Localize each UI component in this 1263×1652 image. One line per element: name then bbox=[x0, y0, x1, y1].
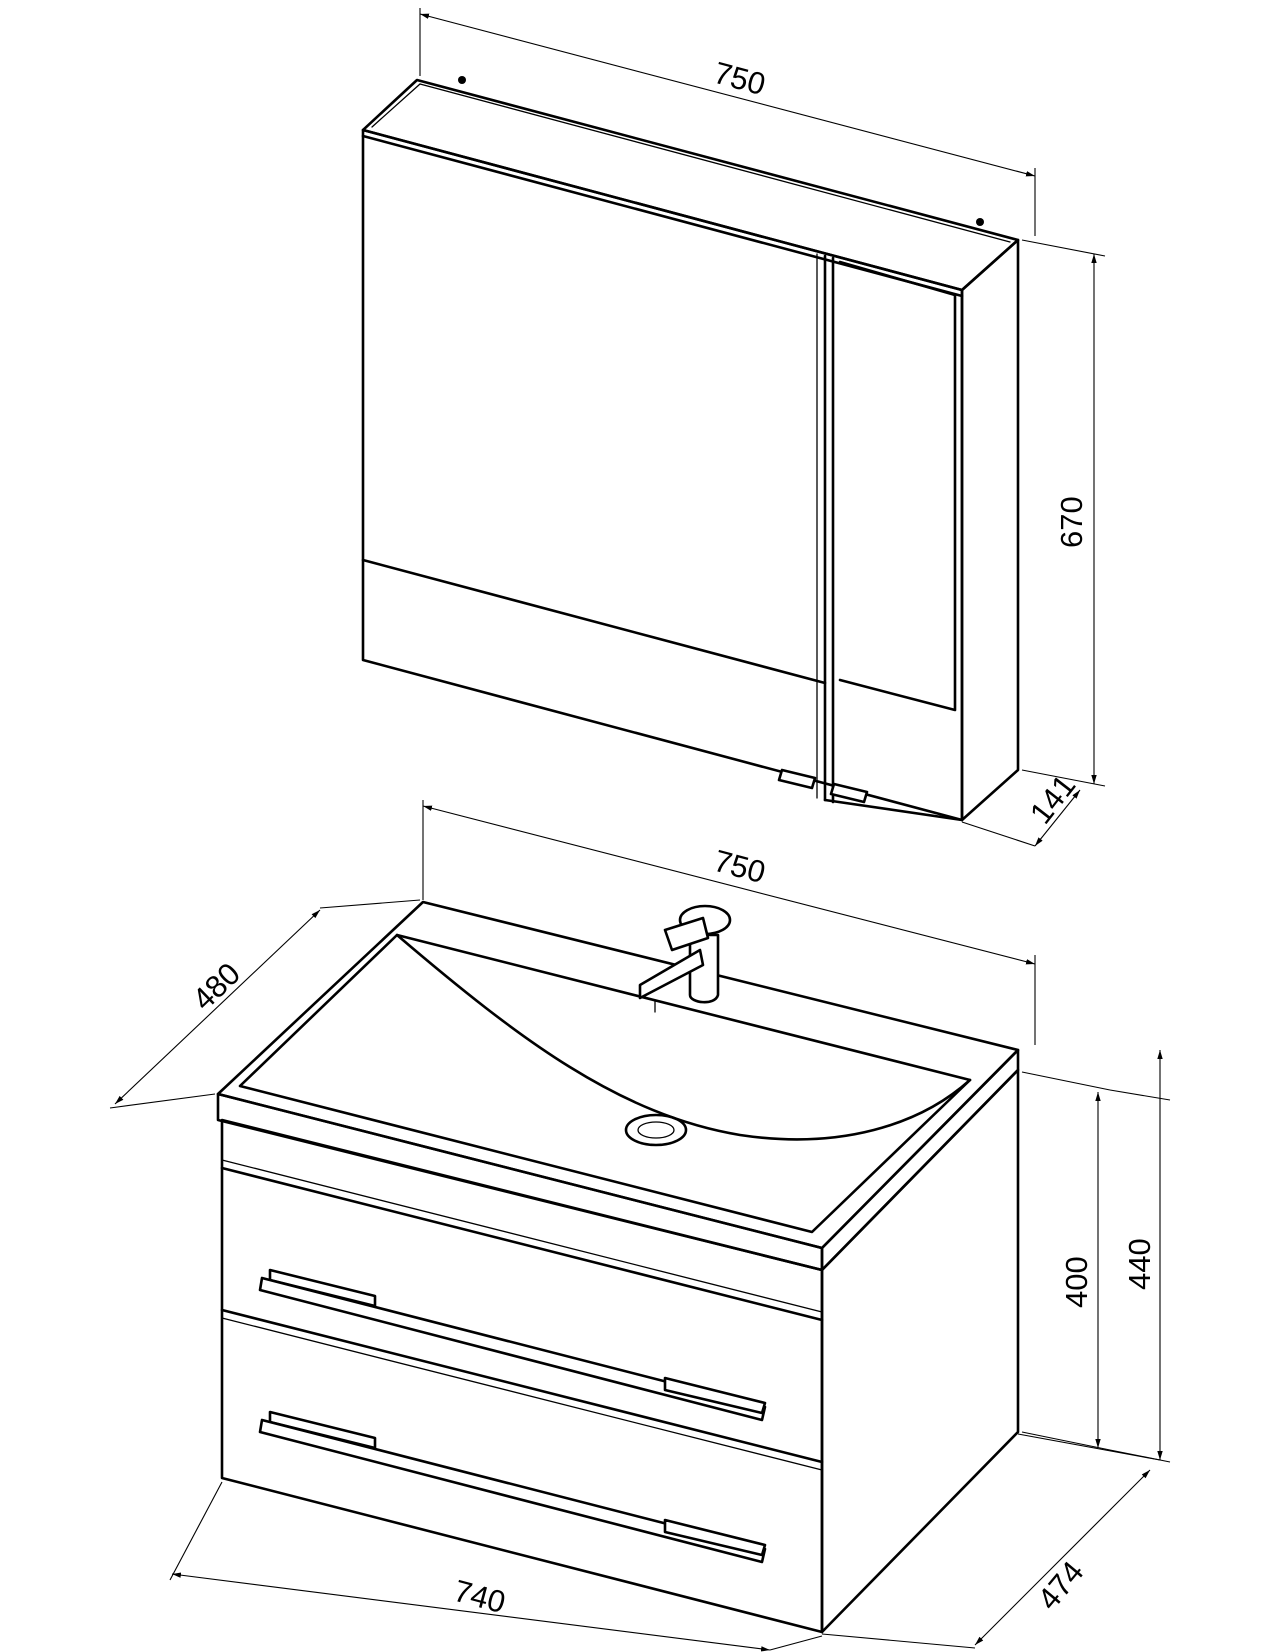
cabinet-height-label: 400 bbox=[1059, 1256, 1094, 1308]
mirror-cabinet-top bbox=[361, 78, 1020, 292]
door-handle-icon bbox=[829, 782, 869, 804]
mirror-lower-panel-line bbox=[361, 558, 827, 685]
cabinet-depth-label: 474 bbox=[1031, 1554, 1091, 1616]
hanging-hook-icon bbox=[458, 76, 466, 84]
drawer-divider bbox=[220, 1308, 824, 1464]
mirror-width-label: 750 bbox=[710, 55, 769, 102]
basin-width-label: 750 bbox=[710, 843, 769, 890]
drawer-handle-lower bbox=[258, 1410, 767, 1564]
drawer-handle-upper bbox=[258, 1268, 767, 1422]
hanging-hook-icon bbox=[976, 218, 984, 226]
mirror-cabinet-side bbox=[960, 238, 1020, 822]
mirror-cabinet bbox=[361, 76, 1020, 822]
total-height-label: 440 bbox=[1122, 1238, 1157, 1290]
mirror-cabinet-front bbox=[361, 128, 964, 822]
dimension-lines bbox=[109, 8, 1171, 1652]
basin-depth-label: 480 bbox=[186, 956, 248, 1017]
vanity-unit bbox=[216, 900, 1020, 1634]
cabinet-width-label: 740 bbox=[450, 1573, 509, 1620]
mirror-height-label: 670 bbox=[1054, 496, 1089, 548]
basin-side-edge bbox=[820, 1048, 1020, 1272]
door-handle-icon bbox=[777, 768, 817, 790]
mirror-depth-label: 141 bbox=[1023, 768, 1082, 830]
drain-icon bbox=[624, 1113, 688, 1147]
basin-bowl bbox=[395, 933, 972, 1141]
vanity-cabinet-side bbox=[820, 1068, 1020, 1634]
